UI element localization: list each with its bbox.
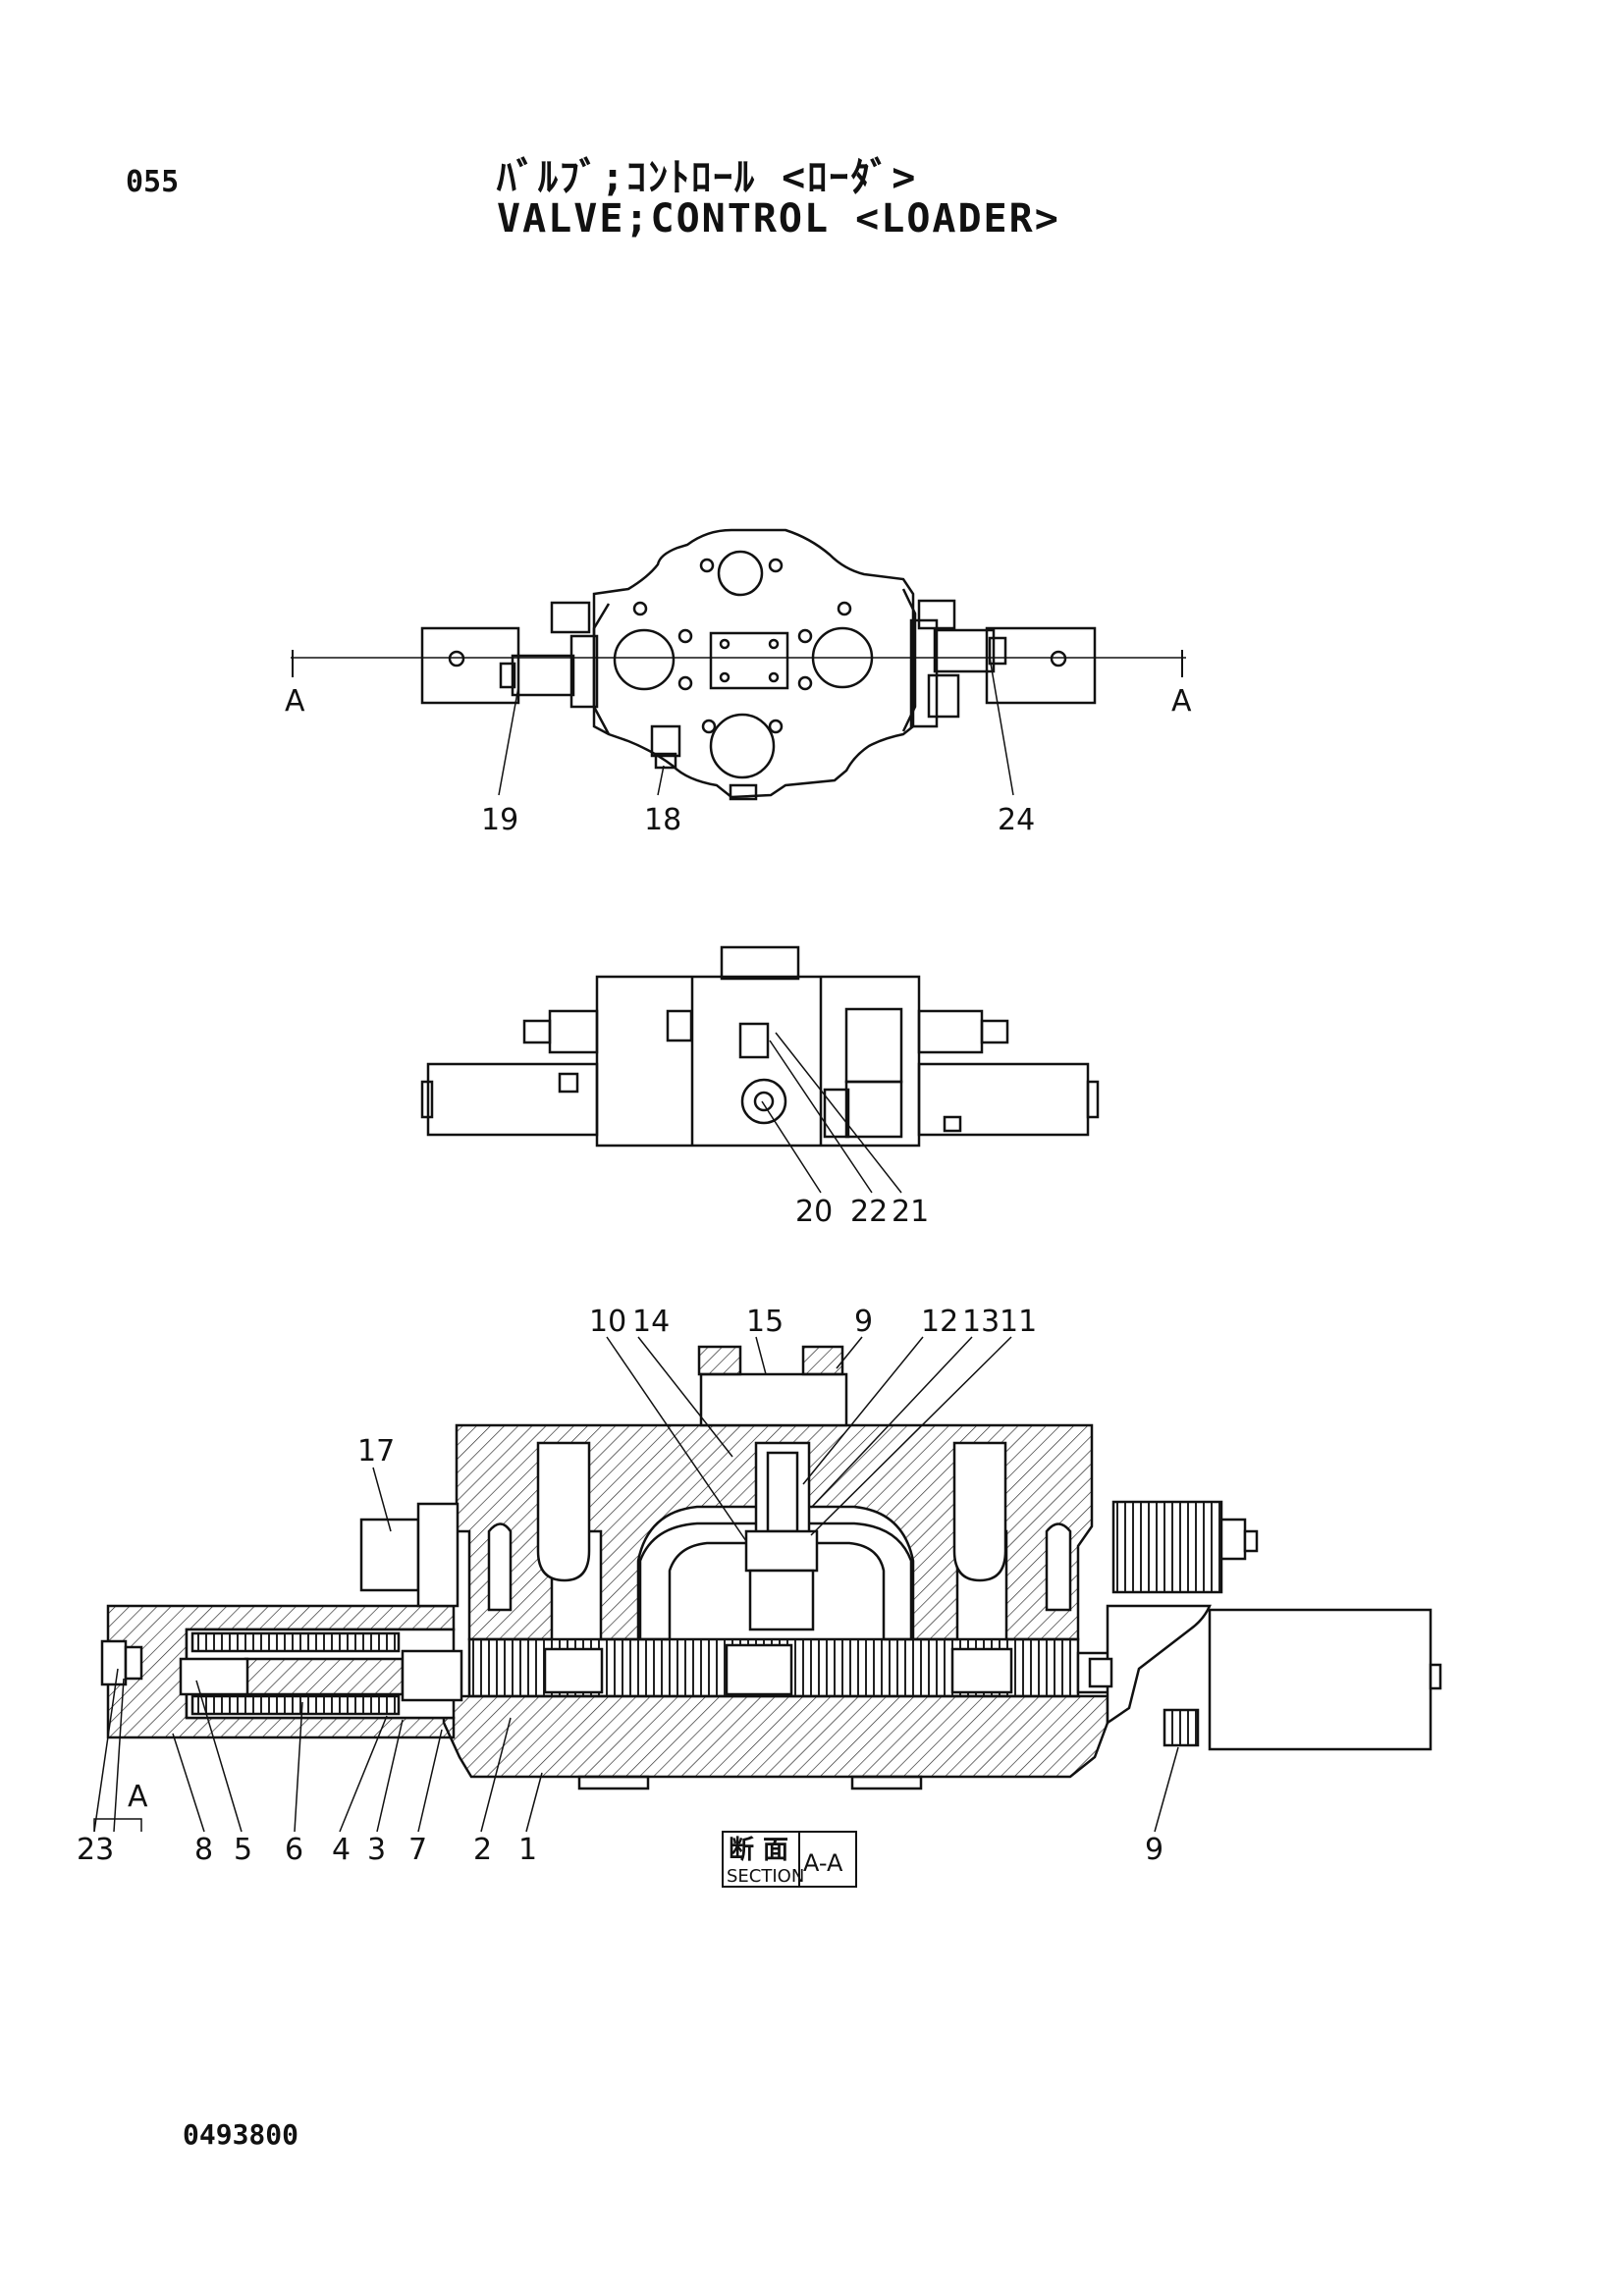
callout-13: 13 <box>962 1305 1000 1339</box>
port-top <box>717 550 764 597</box>
center-plate <box>709 631 789 690</box>
callout-19: 19 <box>481 803 518 837</box>
valve-body-outline <box>592 528 915 799</box>
title-english: VALVE;CONTROL <LOADER> <box>497 196 1060 241</box>
right-solenoid <box>985 626 1097 705</box>
callout-6: 6 <box>285 1833 303 1867</box>
port-right <box>811 626 874 689</box>
callout-21: 21 <box>892 1195 929 1229</box>
detail-mark-a: A <box>128 1780 148 1814</box>
callout-23: 23 <box>77 1833 114 1867</box>
callout-15: 15 <box>746 1305 784 1339</box>
callout-1: 1 <box>518 1833 537 1867</box>
top-view <box>291 528 1186 801</box>
callout-5: 5 <box>234 1833 252 1867</box>
page-number: 055 <box>126 165 180 199</box>
callout-2: 2 <box>473 1833 492 1867</box>
callout-4: 4 <box>332 1833 351 1867</box>
callout-11: 11 <box>1000 1305 1037 1339</box>
section-body-lower <box>442 1694 1109 1779</box>
callout-7: 7 <box>408 1833 427 1867</box>
callout-9-top: 9 <box>854 1305 873 1339</box>
section-view <box>100 1345 1442 1790</box>
section-stamp-jp: 断 面 <box>729 1835 788 1865</box>
top-cover <box>699 1372 848 1427</box>
callout-10: 10 <box>589 1305 626 1339</box>
front-top-boss <box>720 945 800 981</box>
callout-14: 14 <box>632 1305 670 1339</box>
port-left <box>613 628 676 691</box>
front-view-labels: 20 22 21 <box>795 1195 929 1229</box>
callout-24: 24 <box>998 803 1035 837</box>
spring-guide <box>243 1657 405 1696</box>
callout-12: 12 <box>921 1305 958 1339</box>
top-view-labels: A A 19 18 24 <box>285 684 1192 837</box>
section-mark-left: A <box>285 684 305 719</box>
callout-8: 8 <box>194 1833 213 1867</box>
port-bottom <box>709 713 776 779</box>
section-stamp-label: A-A <box>803 1849 843 1877</box>
section-mark-right: A <box>1171 684 1192 719</box>
front-view <box>420 945 1100 1194</box>
callout-22: 22 <box>850 1195 888 1229</box>
front-body <box>595 975 921 1148</box>
plug-9-right <box>1163 1708 1200 1747</box>
left-solenoid <box>420 626 520 705</box>
front-port <box>740 1078 787 1125</box>
callout-3: 3 <box>367 1833 386 1867</box>
drawing-number: 0493800 <box>183 2118 299 2151</box>
callout-9-right: 9 <box>1145 1833 1163 1867</box>
title-japanese: ﾊﾞﾙﾌﾞ;ｺﾝﾄﾛｰﾙ <ﾛｰﾀﾞ> <box>497 155 918 200</box>
section-right-solenoid <box>1111 1500 1223 1594</box>
section-stamp: 断 面 SECTION A-A <box>722 1831 857 1888</box>
section-leaders <box>93 1336 1179 1833</box>
section-labels: 10 14 15 9 12 13 11 17 A 23 8 5 6 4 3 7 … <box>77 1305 1163 1867</box>
callout-18: 18 <box>644 803 681 837</box>
callout-20: 20 <box>795 1195 833 1229</box>
callout-17: 17 <box>357 1434 395 1468</box>
spring <box>190 1631 401 1653</box>
section-stamp-en: SECTION <box>727 1866 804 1887</box>
